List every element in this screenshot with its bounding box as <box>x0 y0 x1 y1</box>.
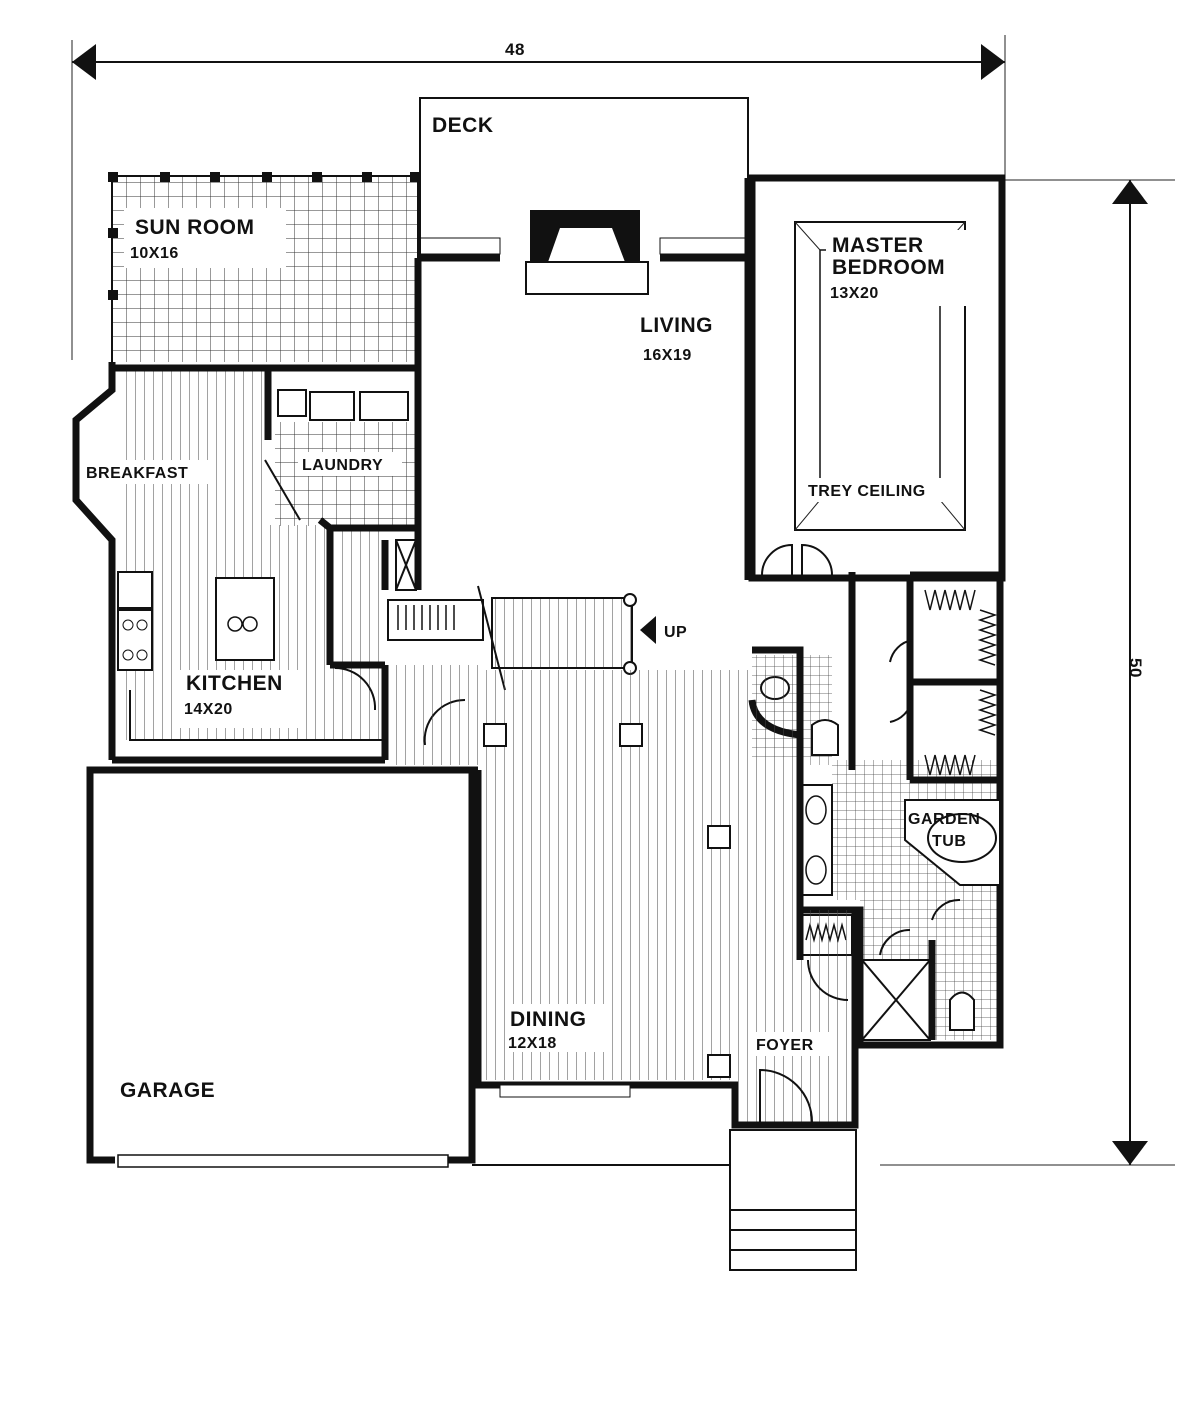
deck-label: DECK <box>432 114 494 137</box>
stairs-up-label: UP <box>664 624 687 641</box>
master-bedroom-label-2: BEDROOM <box>832 256 945 279</box>
dining-label: DINING <box>510 1008 587 1031</box>
interior-walls <box>326 178 752 765</box>
kitchen-label: KITCHEN <box>186 672 283 695</box>
dining-size: 12X18 <box>508 1035 557 1052</box>
fireplace <box>525 210 649 295</box>
living-room: LIVING 16X19 <box>418 210 748 364</box>
dining-room: DINING 12X18 FOYER <box>474 670 859 1129</box>
living-label: LIVING <box>640 314 713 337</box>
width-label: 48 <box>505 40 525 59</box>
kitchen-size: 14X20 <box>184 701 233 718</box>
sun-room-size: 10X16 <box>130 245 179 262</box>
garden-tub-label-2: TUB <box>932 833 966 850</box>
kitchen-island <box>215 577 275 661</box>
master-bedroom-label-1: MASTER <box>832 234 924 257</box>
trey-ceiling-label: TREY CEILING <box>808 483 926 500</box>
range <box>117 609 153 671</box>
sun-room-label: SUN ROOM <box>135 216 255 239</box>
garden-tub-label-1: GARDEN <box>908 811 980 828</box>
depth-label: 50 <box>1126 658 1145 678</box>
breakfast-label: BREAKFAST <box>86 465 188 482</box>
garage-label: GARAGE <box>120 1079 215 1102</box>
master-bedroom-size: 13X20 <box>830 285 879 302</box>
laundry-label: LAUNDRY <box>302 457 383 474</box>
front-steps <box>729 1129 857 1271</box>
sun-room: SUN ROOM 10X16 <box>108 172 420 362</box>
foyer-label: FOYER <box>756 1037 814 1054</box>
laundry: LAUNDRY <box>264 364 422 532</box>
kitchen-area: KITCHEN 14X20 BREAKFAST <box>72 362 389 764</box>
depth-dimension: 50 <box>880 179 1175 1166</box>
garage: GARAGE <box>86 766 476 1168</box>
exterior-walls <box>385 98 749 1166</box>
garden-tub: GARDEN TUB <box>904 799 1001 886</box>
stairs: UP <box>387 585 687 691</box>
living-size: 16X19 <box>643 347 692 364</box>
master-bedroom: MASTER BEDROOM 13X20 TREY CEILING <box>748 174 1006 582</box>
deck: DECK <box>419 97 749 260</box>
width-dimension: 48 <box>71 35 1006 360</box>
